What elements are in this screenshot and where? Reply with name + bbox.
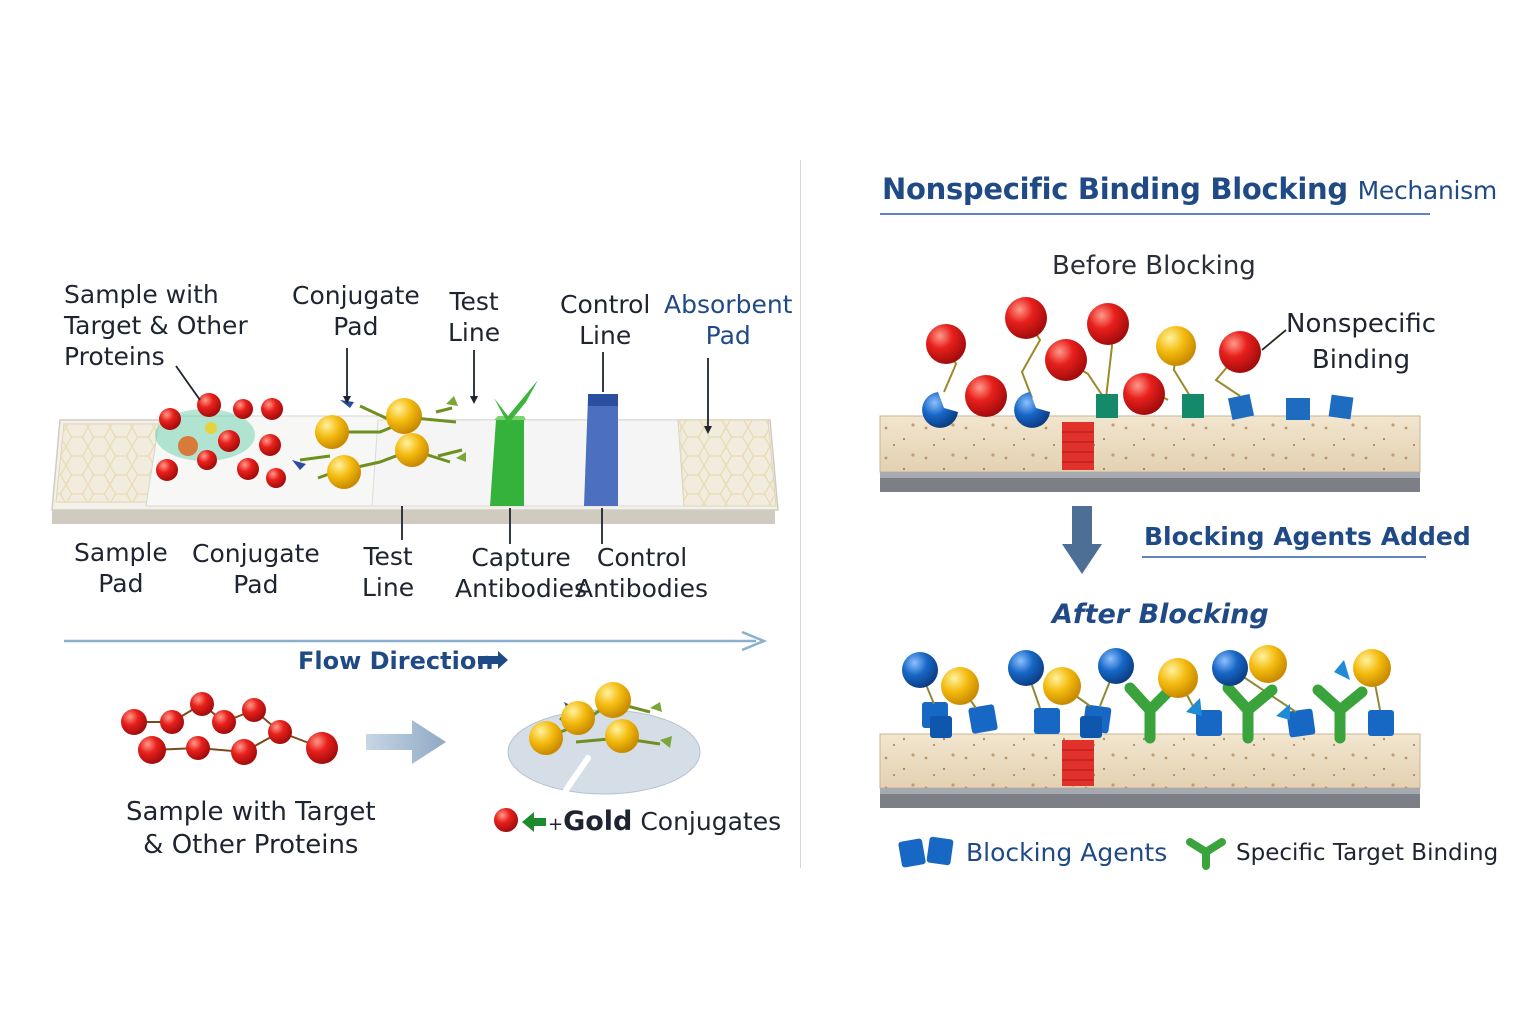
down-arrow-icon: [1062, 506, 1102, 574]
title-underline: [880, 213, 1430, 215]
blocking-agents-added-label: Blocking Agents Added: [1144, 522, 1471, 551]
after-blocking-agents: [922, 702, 1394, 738]
control-line-band: [584, 398, 618, 506]
before-receptors: [922, 392, 1354, 428]
flow-arrow: [64, 630, 768, 669]
panel-title-sub: Mechanism: [1357, 176, 1498, 205]
panel-title-main: Nonspecific Binding Blocking: [882, 172, 1348, 206]
before-membrane: [879, 415, 1421, 492]
label-absorbent-pad: Absorbent Pad: [664, 290, 793, 350]
gold-word: Gold: [563, 806, 633, 837]
after-blocking-label: After Blocking: [1052, 599, 1269, 630]
after-membrane: [879, 733, 1421, 808]
label-control-line-top: Control Line: [560, 290, 651, 350]
gold-rest: Conjugates: [632, 807, 782, 836]
after-antibodies: [1124, 682, 1368, 744]
label-test-line-bottom: Test Line: [362, 542, 415, 602]
specific-binding-legend-icon: [1186, 838, 1226, 870]
test-line-band: [490, 420, 524, 506]
gold-conjugates-caption: +Gold Conjugates: [548, 806, 781, 840]
gold-plus: +: [548, 814, 564, 835]
label-sample-pad: Sample Pad: [74, 538, 168, 598]
legend-specific-binding: Specific Target Binding: [1236, 840, 1499, 866]
process-arrow-icon: [366, 720, 446, 764]
label-capture-antibodies: Capture Antibodies: [455, 543, 588, 603]
green-arrow-icon: [522, 812, 546, 832]
test-line-check-icon: [494, 380, 538, 424]
before-proteins: [926, 297, 1261, 417]
flow-direction-label: Flow Direction: [298, 647, 494, 675]
panel-divider: [800, 160, 801, 868]
label-conjugate-pad-bottom: Conjugate Pad: [192, 539, 320, 599]
label-test-line-top: Test Line: [448, 287, 501, 347]
label-conjugate-pad-top: Conjugate Pad: [292, 281, 420, 341]
label-sample-with-target: Sample with Target & Other Proteins: [64, 280, 248, 371]
label-control-antibodies: Control Antibodies: [576, 543, 709, 603]
flow-direction-arrow-icon: [478, 651, 508, 669]
nonspecific-binding-label: Nonspecific Binding: [1286, 309, 1437, 375]
after-proteins: [902, 645, 1391, 705]
before-blocking-label: Before Blocking: [1052, 251, 1256, 281]
blocking-agents-legend-icon: [898, 836, 954, 868]
gold-conjugate-dish: [507, 682, 701, 795]
blocking-added-underline: [1142, 556, 1426, 558]
sample-caption: Sample with Target & Other Proteins: [126, 797, 376, 860]
label-leaders: [175, 348, 709, 544]
red-protein-icon: [494, 808, 518, 832]
panel-title: Nonspecific Binding Blocking Mechanism: [882, 172, 1497, 206]
legend-blocking-agents: Blocking Agents: [966, 838, 1168, 867]
sample-proteins-cluster: [156, 393, 286, 488]
